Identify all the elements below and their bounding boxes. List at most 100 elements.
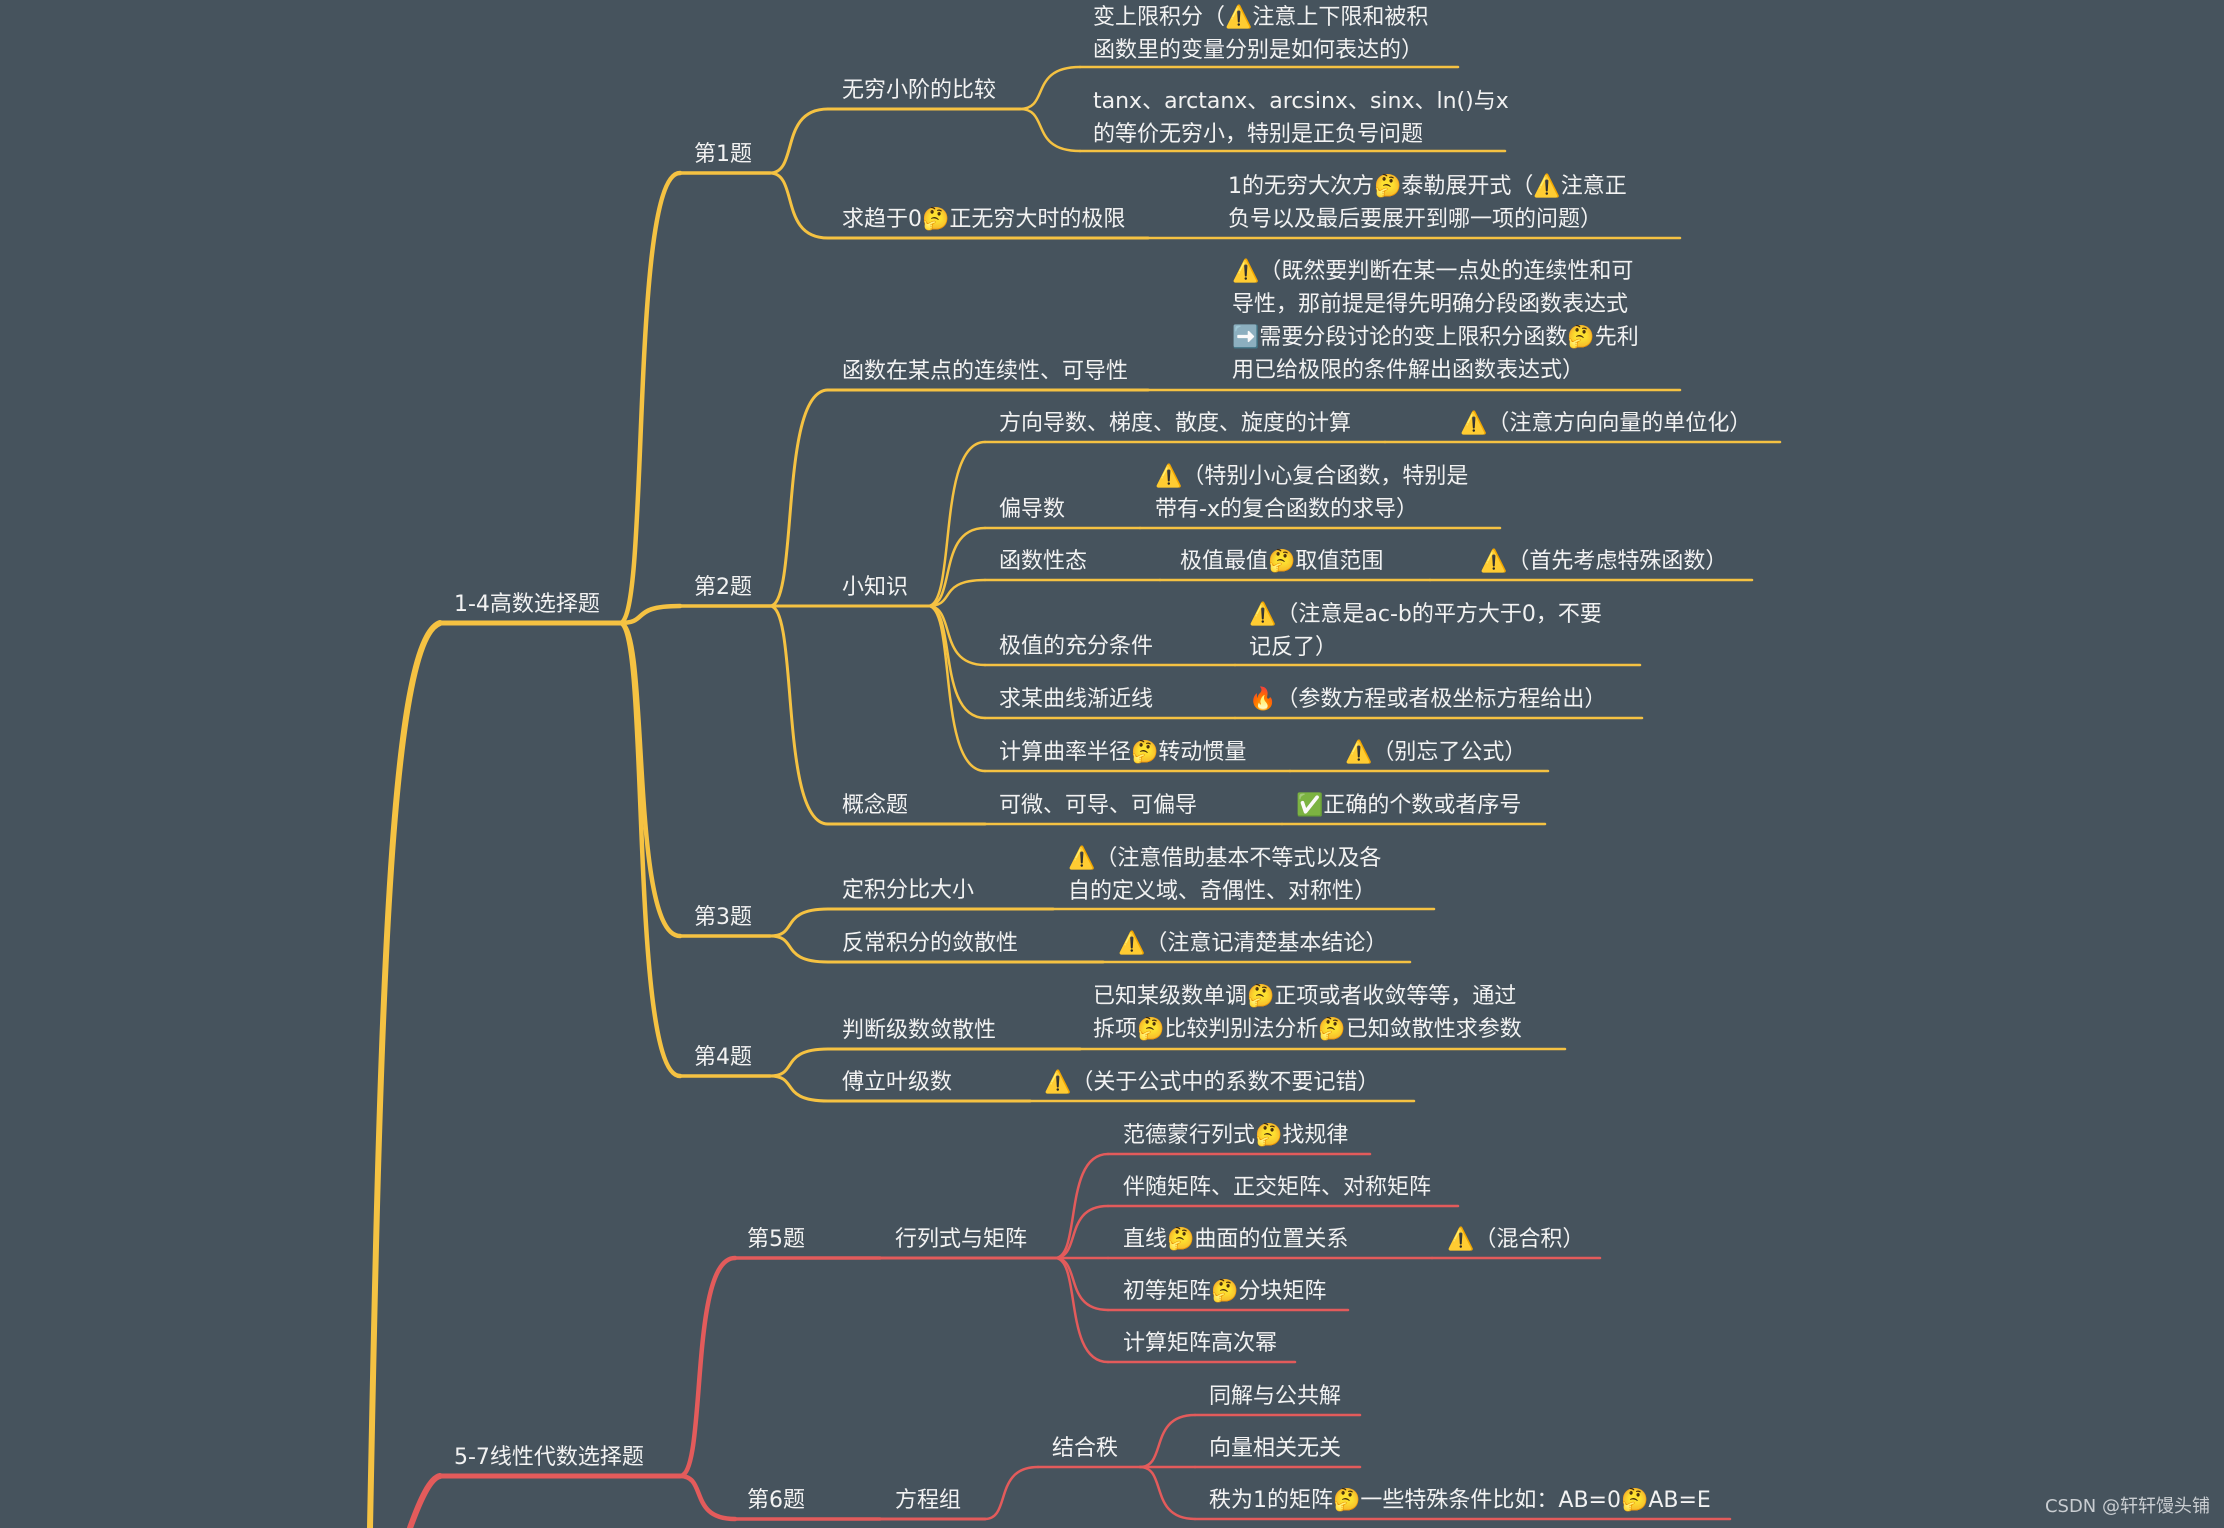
series-node[interactable]: 判断级数敛散性 [842,1018,997,1043]
concept-node[interactable]: 概念题 [842,793,909,818]
asymptote-node[interactable]: 求某曲线渐近线 [999,687,1154,712]
link-rank-common-solution [1138,1413,1197,1469]
infinitesimal-node[interactable]: 无穷小阶的比较 [842,78,997,103]
continuity-note-line-1: ⚠️（既然要判断在某一点处的连续性和可 [1232,259,1634,284]
partial-note-line-1: ⚠️（特别小心复合函数，特别是 [1155,464,1469,489]
directional-node[interactable]: 方向导数、梯度、散度、旋度的计算 [999,411,1352,436]
continuity-note-line-2: 导性，那前提是得先明确分段函数表达式 [1232,292,1629,317]
properties-sub-node[interactable]: 极值最值🤔取值范围 [1180,549,1384,574]
link-tips-properties [926,578,987,608]
partial-note[interactable]: ⚠️（特别小心复合函数，特别是 带有-x的复合函数的求导） [1155,460,1468,526]
link-calculus-q3 [617,620,683,939]
integral-note-line-1: 变上限积分（⚠️注意上下限和被积 [1093,5,1429,30]
definite-note-line-2: 自的定义域、奇偶性、对称性） [1068,879,1377,904]
link-q1-limit [768,171,830,240]
fourier-node[interactable]: 傅立叶级数 [842,1070,953,1095]
link-q4-fourier [768,1074,830,1103]
root-link-calculus [367,620,443,1528]
matrix-item-vandermonde[interactable]: 范德蒙行列式🤔找规律 [1123,1123,1349,1148]
matrix-item-elementary[interactable]: 初等矩阵🤔分块矩阵 [1123,1279,1327,1304]
curvature-node[interactable]: 计算曲率半径🤔转动惯量 [999,740,1247,765]
link-matrix-adjoint [1053,1204,1110,1260]
q1-node[interactable]: 第1题 [694,142,752,167]
limit-node[interactable]: 求趋于0🤔正无穷大时的极限 [842,207,1126,232]
link-matrix-vandermonde [1053,1152,1110,1260]
definite-note-line-1: ⚠️（注意借助基本不等式以及各 [1068,846,1382,871]
root-link-linear-algebra [407,1473,443,1528]
link-matrix-elementary [1053,1256,1110,1312]
continuity-note[interactable]: ⚠️（既然要判断在某一点处的连续性和可 导性，那前提是得先明确分段函数表达式 ➡… [1232,255,1639,387]
matrix-topic-node[interactable]: 行列式与矩阵 [895,1227,1028,1252]
link-calculus-q1 [617,170,683,626]
equivalents-note[interactable]: tanx、arctanx、arcsinx、sinx、ln()与x 的等价无穷小，… [1093,85,1509,151]
q6-node[interactable]: 第6题 [747,1488,805,1513]
integral-note-line-2: 函数里的变量分别是如何表达的） [1093,38,1424,63]
watermark: CSDN @轩轩馒头铺 [2044,1496,2210,1517]
extremum-note-line-2: 记反了） [1249,635,1338,660]
link-tips-curvature [926,604,987,773]
calculus-branch-title[interactable]: 1-4高数选择题 [454,592,600,617]
partial-node[interactable]: 偏导数 [999,497,1066,522]
link-tips-partial [926,526,987,608]
link-la-q6 [677,1473,738,1522]
limit-note[interactable]: 1的无穷大次方🤔泰勒展开式（⚠️注意正 负号以及最后要展开到哪一项的问题） [1228,170,1627,236]
partial-note-line-2: 带有-x的复合函数的求导） [1155,497,1418,522]
curvature-note[interactable]: ⚠️（别忘了公式） [1345,740,1527,765]
concept-note[interactable]: ✅正确的个数或者序号 [1296,793,1522,818]
equivalents-note-line-2: 的等价无穷小，特别是正负号问题 [1093,122,1424,147]
link-q3-definite [768,907,830,938]
link-infinitesimal-equivalents-note [1018,107,1082,153]
rank-item-dependence[interactable]: 向量相关无关 [1209,1436,1342,1461]
linear-algebra-branch-title[interactable]: 5-7线性代数选择题 [454,1445,644,1470]
properties-node[interactable]: 函数性态 [999,549,1088,574]
link-rank-rank-one [1138,1465,1197,1521]
q4-node[interactable]: 第4题 [694,1045,752,1070]
mixed-product-note[interactable]: ⚠️（混合积） [1447,1227,1585,1252]
equivalents-note-line-1: tanx、arctanx、arcsinx、sinx、ln()与x [1093,89,1509,114]
series-note[interactable]: 已知某级数单调🤔正项或者收敛等等，通过 拆项🤔比较判别法分析🤔已知敛散性求参数 [1093,980,1522,1046]
link-tips-asymptote [926,604,987,720]
matrix-item-adjoint[interactable]: 伴随矩阵、正交矩阵、对称矩阵 [1123,1175,1432,1200]
link-matrix-power [1053,1256,1110,1364]
tips-node[interactable]: 小知识 [842,575,909,600]
link-q2-concept [768,604,830,826]
rank-item-rank-one[interactable]: 秩为1的矩阵🤔一些特殊条件比如：AB=0🤔AB=E [1209,1488,1711,1513]
link-la-q5 [677,1255,738,1479]
series-note-line-1: 已知某级数单调🤔正项或者收敛等等，通过 [1093,984,1517,1009]
matrix-item-line-surface[interactable]: 直线🤔曲面的位置关系 [1123,1227,1349,1252]
link-q3-improper [768,934,830,964]
extremum-note[interactable]: ⚠️（注意是ac-b的平方大于0，不要 记反了） [1249,598,1602,664]
q5-node[interactable]: 第5题 [747,1227,805,1252]
concept-sub-node[interactable]: 可微、可导、可偏导 [999,793,1198,818]
rank-subtopic-node[interactable]: 结合秩 [1052,1436,1119,1461]
extremum-note-line-1: ⚠️（注意是ac-b的平方大于0，不要 [1249,602,1602,627]
q2-node[interactable]: 第2题 [694,575,752,600]
extremum-node[interactable]: 极值的充分条件 [999,634,1154,659]
limit-note-line-1: 1的无穷大次方🤔泰勒展开式（⚠️注意正 [1228,174,1627,199]
series-note-line-2: 拆项🤔比较判别法分析🤔已知敛散性求参数 [1093,1017,1522,1042]
definite-node[interactable]: 定积分比大小 [842,878,975,903]
improper-node[interactable]: 反常积分的敛散性 [842,931,1019,956]
continuity-node[interactable]: 函数在某点的连续性、可导性 [842,359,1129,384]
q3-node[interactable]: 第3题 [694,905,752,930]
improper-note[interactable]: ⚠️（注意记清楚基本结论） [1118,931,1388,956]
matrix-item-power[interactable]: 计算矩阵高次幂 [1123,1331,1278,1356]
link-q1-infinitesimal [768,107,830,175]
link-calculus-q2 [617,603,683,626]
link-calculus-q4 [617,620,683,1079]
rank-item-common-solution[interactable]: 同解与公共解 [1209,1384,1342,1409]
continuity-note-line-3: ➡️需要分段讨论的变上限积分函数🤔先利 [1232,325,1639,350]
fourier-note[interactable]: ⚠️（关于公式中的系数不要记错） [1044,1070,1380,1095]
link-infinitesimal-integral-note [1018,65,1082,111]
asymptote-note[interactable]: 🔥（参数方程或者极坐标方程给出） [1249,687,1607,712]
definite-note[interactable]: ⚠️（注意借助基本不等式以及各 自的定义域、奇偶性、对称性） [1068,842,1381,908]
equations-topic-node[interactable]: 方程组 [895,1488,962,1513]
link-equations-rank [983,1465,1040,1521]
link-tips-directional [926,440,987,608]
integral-note[interactable]: 变上限积分（⚠️注意上下限和被积 函数里的变量分别是如何表达的） [1093,1,1428,67]
continuity-note-line-4: 用已给极限的条件解出函数表达式） [1232,358,1585,383]
properties-note[interactable]: ⚠️（首先考虑特殊函数） [1480,549,1728,574]
directional-note[interactable]: ⚠️（注意方向向量的单位化） [1460,411,1752,436]
